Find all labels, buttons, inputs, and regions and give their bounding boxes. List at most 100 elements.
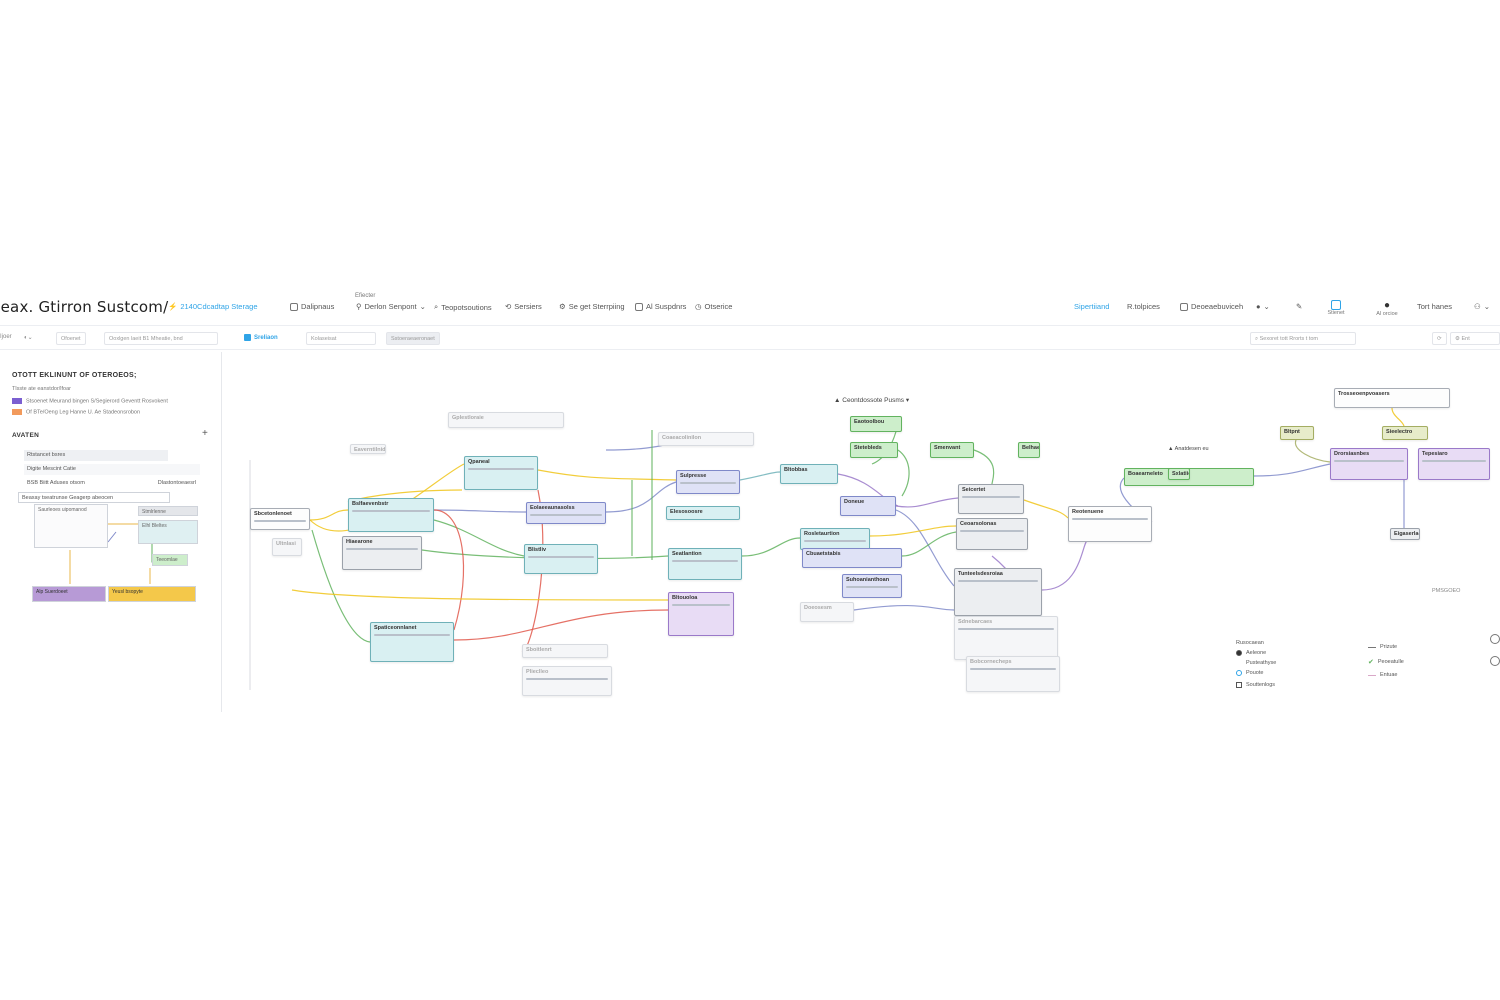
account-icon: ⚇ (1474, 302, 1481, 311)
box-icon (635, 302, 643, 311)
graph-node-5[interactable]: Bslfaevenbstr (348, 498, 434, 532)
user-icon: ▲ (834, 397, 843, 404)
graph-node-21[interactable]: Suhoanianthoan (842, 574, 902, 598)
graph-link-7 (739, 471, 781, 481)
graph-node-30[interactable]: Sdnebarcaes (954, 616, 1058, 660)
node-title: Tunteelsdesroiaa (958, 571, 1003, 577)
graph-node-13[interactable]: Bltouoloa (668, 592, 734, 636)
ent-button[interactable]: ⚙ Ent (1450, 332, 1500, 345)
mini-map[interactable]: Saurleoes uipomanod Stmlrlenne Elhl Blel… (30, 502, 202, 606)
node-title: Sboitlenrt (526, 647, 552, 653)
mini-node-3[interactable]: Teeomlae (152, 554, 188, 566)
mini-node-1[interactable]: Stmlrlenne (138, 506, 198, 516)
stienet-button[interactable]: Stienet (1324, 296, 1348, 320)
mic-button[interactable]: ● Al orcioe (1376, 299, 1398, 317)
graph-link-24 (1253, 463, 1331, 477)
canvas-tab-search[interactable]: Kolaseisat (306, 332, 376, 345)
graph-node-36[interactable]: Sieelectro (1382, 426, 1428, 440)
node-title: Eolaeeaunasolss (530, 505, 575, 511)
menu-item-0[interactable]: Dalipnaus (290, 302, 334, 311)
graph-node-26[interactable]: Belhaertoe (1018, 442, 1040, 458)
graph-node-27[interactable]: Seicertet (958, 484, 1024, 514)
search-input[interactable]: ⌕ Sexoret tott Rrorts t tom (1250, 332, 1356, 345)
mini-node-2[interactable]: Elhl Bleltes (138, 520, 198, 544)
right-item-1[interactable]: R.tolpices (1127, 302, 1160, 311)
graph-node-20[interactable]: Doneue (840, 496, 896, 516)
node-title: Doneue (844, 499, 865, 505)
graph-node-25[interactable]: Smenvant (930, 442, 974, 458)
node-detail-line (958, 628, 1054, 630)
graph-node-31[interactable]: Bobcornecheps (966, 656, 1060, 692)
search-icon: ⌕ (1255, 336, 1260, 342)
right-item-0[interactable]: Sipertiiand (1074, 302, 1110, 311)
menu-item-2[interactable]: ⌕Teopotsoutions (434, 302, 492, 312)
graph-node-11[interactable]: Elesosoosre (666, 506, 740, 520)
mini-node-5[interactable]: Yeusl bsopyte (108, 586, 196, 602)
graph-node-28[interactable]: Ceoarsolonas (956, 518, 1028, 550)
graph-node-7[interactable]: Eolaeeaunasolss (526, 502, 606, 524)
sidebar-row-0[interactable]: Rtstancet bsres (24, 450, 168, 461)
graph-node-38[interactable]: Tepesiaro (1418, 448, 1490, 480)
user-label[interactable]: Tort hanes (1417, 302, 1453, 311)
add-icon[interactable]: + (202, 428, 208, 439)
search-icon: ⌕ (434, 302, 439, 311)
zoom-in-button[interactable] (1490, 634, 1500, 644)
graph-node-4[interactable]: Ultnlasi (272, 538, 302, 556)
graph-node-34[interactable]: Bltpnt (1280, 426, 1314, 440)
canvas-tab-chip[interactable]: Sstoeraeaeronaet (386, 332, 440, 345)
right-item-2[interactable]: Deoeaebuviceh (1180, 302, 1243, 311)
subbar-item-1[interactable]: Ofoenet (56, 332, 86, 345)
graph-node-1[interactable]: Eaverntilnid otocerlinoasted (350, 444, 386, 454)
graph-node-19[interactable]: Cbuaetstabis (802, 548, 902, 568)
sidebar-row-3[interactable]: Beaxay tseatrunse Geagerp abeocen (18, 492, 170, 503)
graph-node-0[interactable]: Gplestloraie (448, 412, 564, 428)
toggle-icon[interactable]: ◐⌄ (24, 335, 33, 341)
node-title: Eaotoolbou (854, 419, 885, 425)
graph-node-23[interactable]: Eaotoolbou (850, 416, 902, 432)
graph-node-16[interactable]: Plieclleo (522, 666, 612, 696)
graph-node-35[interactable]: Trosseoenpvoasers (1334, 388, 1450, 408)
edit-button[interactable]: ✎ (1296, 302, 1302, 311)
zoom-out-button[interactable] (1490, 656, 1500, 666)
menu-item-3[interactable]: ⟲Sersiers (505, 302, 542, 311)
mini-node-0[interactable]: Saurleoes uipomanod (34, 504, 108, 548)
graph-node-3[interactable]: Sbcetonlenoet (250, 508, 310, 530)
mini-node-4[interactable]: Alp Suerdoeet (32, 586, 106, 602)
graph-node-18[interactable]: Rosletaurtion (800, 528, 870, 550)
graph-node-39[interactable]: Eigaserlac (1390, 528, 1420, 540)
menu-item-1[interactable]: ⚲Derlon Senpont⌄ (356, 302, 426, 311)
graph-node-14[interactable]: Spaticeonnlanet (370, 622, 454, 662)
accent-tab[interactable]: ⚡ 2140Cdcadtap Sterage (168, 302, 258, 311)
account-menu[interactable]: ⚇⌄ (1474, 302, 1490, 311)
node-detail-line (970, 668, 1056, 670)
graph-node-9[interactable]: Coaeacolinilon (658, 432, 754, 446)
graph-node-29[interactable]: Tunteelsdesroiaa (954, 568, 1042, 616)
graph-node-12[interactable]: Seatlantion (668, 548, 742, 580)
graph-node-37[interactable]: Drorsiasnbes (1330, 448, 1408, 480)
graph-node-40[interactable]: Sxlatiion (1168, 468, 1190, 480)
graph-node-22[interactable]: Doeosesm (800, 602, 854, 622)
graph-node-17[interactable]: Bltobbas (780, 464, 838, 484)
graph-node-10[interactable]: Sulpresse (676, 470, 740, 494)
node-detail-line (528, 556, 594, 558)
subbar-item-0[interactable]: Ijoer (0, 334, 12, 340)
graph-node-2[interactable]: Qpaneal (464, 456, 538, 490)
refresh-button[interactable]: ⟳ (1432, 332, 1447, 345)
graph-node-32[interactable]: Reotenuene (1068, 506, 1152, 542)
canvas-tab-active[interactable]: Sreliaon (244, 334, 278, 341)
menu-item-6[interactable]: ◷Otserice (695, 302, 733, 311)
graph-node-24[interactable]: Stetebleds (850, 442, 898, 458)
canvas-top-label: ▲ Ceontdossote Pusms ▾ (834, 397, 910, 404)
node-title: Smenvant (934, 445, 961, 451)
menu-item-4[interactable]: ⚙Se get Sterrpiing (559, 302, 625, 311)
graph-node-15[interactable]: Sboitlenrt (522, 644, 608, 658)
sidebar-row-1[interactable]: Digite Mescint Catie (24, 464, 200, 475)
menu-item-5[interactable]: Al Suspdnrs (635, 302, 686, 311)
subbar-filter[interactable]: Ooxlgen laeit B1 Mheatie, bnd (104, 332, 218, 345)
graph-node-6[interactable]: Hiaearone (342, 536, 422, 570)
user-menu[interactable]: ●⌄ (1256, 302, 1270, 311)
graph-node-8[interactable]: Blistliv (524, 544, 598, 574)
chevron-down-icon: ▾ (904, 397, 910, 404)
